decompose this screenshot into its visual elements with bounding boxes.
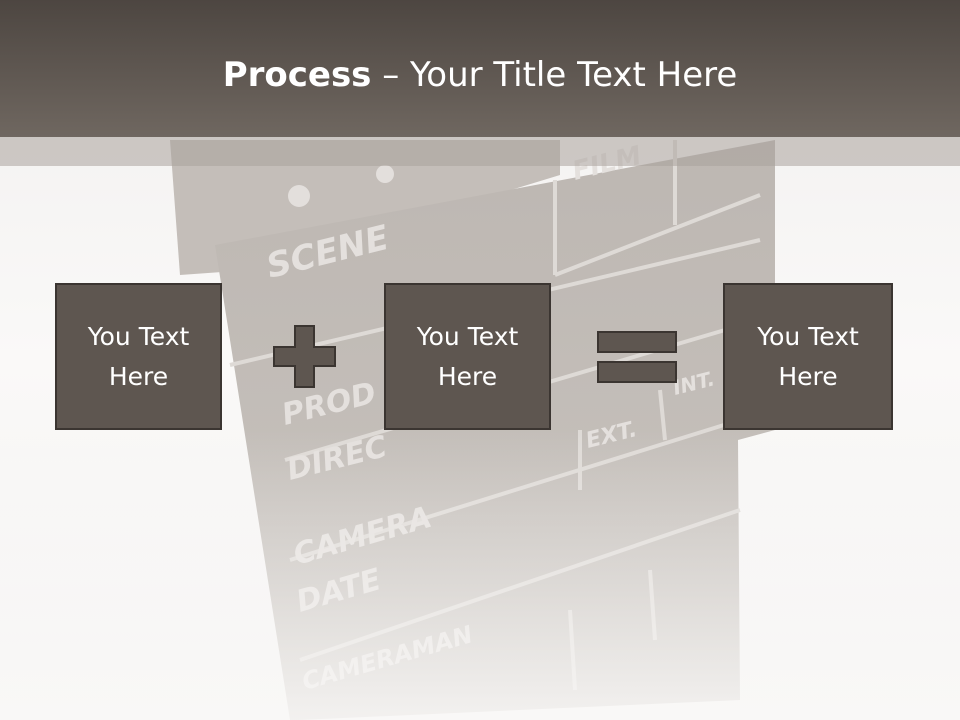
text-box-1-label: You Text Here	[87, 321, 190, 391]
text-box-2-label: You Text Here	[416, 321, 519, 391]
clapper-rivet	[376, 165, 394, 183]
title-rest: – Your Title Text Here	[371, 55, 738, 95]
text-box-3-label: You Text Here	[757, 321, 859, 391]
text-box-2[interactable]: You Text Here	[384, 283, 551, 430]
text-box-1[interactable]: You Text Here	[55, 283, 222, 430]
plus-icon	[273, 325, 336, 388]
equals-icon	[597, 331, 677, 383]
title-bold: Process	[222, 55, 372, 95]
title-strip	[0, 137, 960, 166]
title-band	[0, 0, 960, 137]
slide-title[interactable]: Process – Your Title Text Here	[0, 52, 960, 98]
clapper-rivet	[288, 185, 310, 207]
text-box-3[interactable]: You Text Here	[723, 283, 893, 430]
